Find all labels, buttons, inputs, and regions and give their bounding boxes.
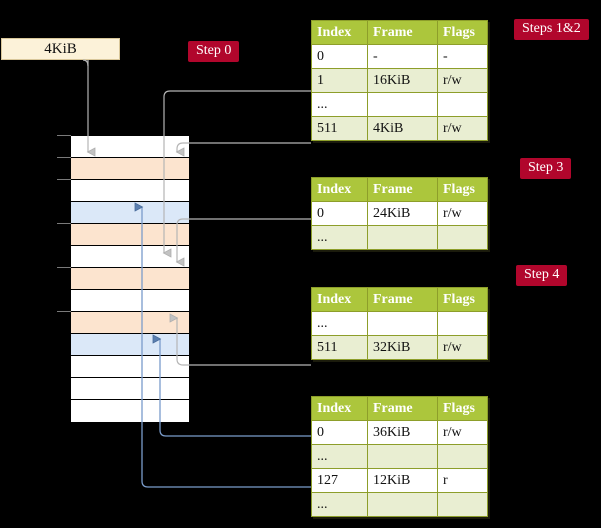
cell-index: ... (311, 92, 368, 117)
cell-index: 0 (311, 44, 368, 69)
cell-frame (367, 311, 438, 336)
table-row: 0 36KiB r/w (311, 420, 488, 445)
memory-row (71, 224, 189, 246)
memory-row (71, 312, 189, 334)
memory-tick-5 (57, 311, 71, 312)
column-header-frame: Frame (367, 177, 438, 202)
column-header-frame: Frame (367, 396, 438, 421)
page-table-final: Index Frame Flags 0 36KiB r/w ... 127 12… (311, 396, 488, 517)
table-header-row: Index Frame Flags (311, 20, 488, 45)
cell-frame (367, 92, 438, 117)
memory-tick-0 (57, 135, 71, 136)
cell-flags: r/w (437, 68, 488, 93)
table-row: 511 4KiB r/w (311, 116, 488, 141)
cell-frame: 24KiB (367, 201, 438, 226)
table-header-row: Index Frame Flags (311, 396, 488, 421)
memory-tick-3 (57, 223, 71, 224)
cell-frame: 36KiB (367, 420, 438, 445)
cell-index: ... (311, 225, 368, 250)
cell-index: 511 (311, 116, 368, 141)
memory-row (71, 158, 189, 180)
memory-row (71, 246, 189, 268)
column-header-frame: Frame (367, 20, 438, 45)
memory-row (71, 356, 189, 378)
cell-frame (367, 444, 438, 469)
cell-frame: - (367, 44, 438, 69)
cell-index: ... (311, 444, 368, 469)
cell-flags (437, 225, 488, 250)
badge-steps-1-2: Steps 1&2 (514, 19, 589, 40)
table-row: 127 12KiB r (311, 468, 488, 493)
cell-frame: 16KiB (367, 68, 438, 93)
table-row: ... (311, 311, 488, 336)
cell-flags (437, 311, 488, 336)
column-header-index: Index (311, 177, 368, 202)
badge-step-0: Step 0 (188, 41, 240, 62)
cell-index: 127 (311, 468, 368, 493)
cell-index: 511 (311, 335, 368, 360)
column-header-flags: Flags (437, 287, 488, 312)
column-header-index: Index (311, 20, 368, 45)
memory-row (71, 290, 189, 312)
table-row: 0 - - (311, 44, 488, 69)
cell-flags (437, 492, 488, 517)
cell-frame (367, 225, 438, 250)
cell-frame (367, 492, 438, 517)
column-header-flags: Flags (437, 177, 488, 202)
badge-step-3: Step 3 (520, 158, 572, 179)
cell-flags: r/w (437, 420, 488, 445)
memory-row (71, 400, 189, 422)
memory-row (71, 268, 189, 290)
memory-column (70, 135, 190, 422)
table-row: 1 16KiB r/w (311, 68, 488, 93)
memory-row (71, 202, 189, 224)
cell-flags: - (437, 44, 488, 69)
table-header-row: Index Frame Flags (311, 177, 488, 202)
column-header-index: Index (311, 396, 368, 421)
cell-flags (437, 444, 488, 469)
cell-index: ... (311, 311, 368, 336)
memory-row (71, 136, 189, 158)
memory-tick-1 (57, 157, 71, 158)
cell-frame: 32KiB (367, 335, 438, 360)
cell-flags: r/w (437, 201, 488, 226)
cell-index: 1 (311, 68, 368, 93)
memory-row (71, 180, 189, 202)
cell-flags: r (437, 468, 488, 493)
page-table-step-4: Index Frame Flags ... 511 32KiB r/w (311, 287, 488, 360)
table-header-row: Index Frame Flags (311, 287, 488, 312)
badge-step-4: Step 4 (516, 265, 568, 286)
column-header-flags: Flags (437, 20, 488, 45)
memory-row (71, 378, 189, 400)
memory-tick-4 (57, 267, 71, 268)
column-header-frame: Frame (367, 287, 438, 312)
cell-index: 0 (311, 420, 368, 445)
table-row: 0 24KiB r/w (311, 201, 488, 226)
column-header-index: Index (311, 287, 368, 312)
memory-row (71, 334, 189, 356)
cell-flags: r/w (437, 335, 488, 360)
cell-index: ... (311, 492, 368, 517)
table-row: 511 32KiB r/w (311, 335, 488, 360)
table-row: ... (311, 92, 488, 117)
page-table-step-3: Index Frame Flags 0 24KiB r/w ... (311, 177, 488, 250)
page-table-steps-1-2: Index Frame Flags 0 - - 1 16KiB r/w ... (311, 20, 488, 141)
table-row: ... (311, 225, 488, 250)
cell-frame: 12KiB (367, 468, 438, 493)
cell-flags: r/w (437, 116, 488, 141)
table-row: ... (311, 444, 488, 469)
cell-frame: 4KiB (367, 116, 438, 141)
source-size-box: 4KiB (1, 38, 120, 60)
table-row: ... (311, 492, 488, 517)
cell-flags (437, 92, 488, 117)
column-header-flags: Flags (437, 396, 488, 421)
memory-tick-2 (57, 179, 71, 180)
cell-index: 0 (311, 201, 368, 226)
